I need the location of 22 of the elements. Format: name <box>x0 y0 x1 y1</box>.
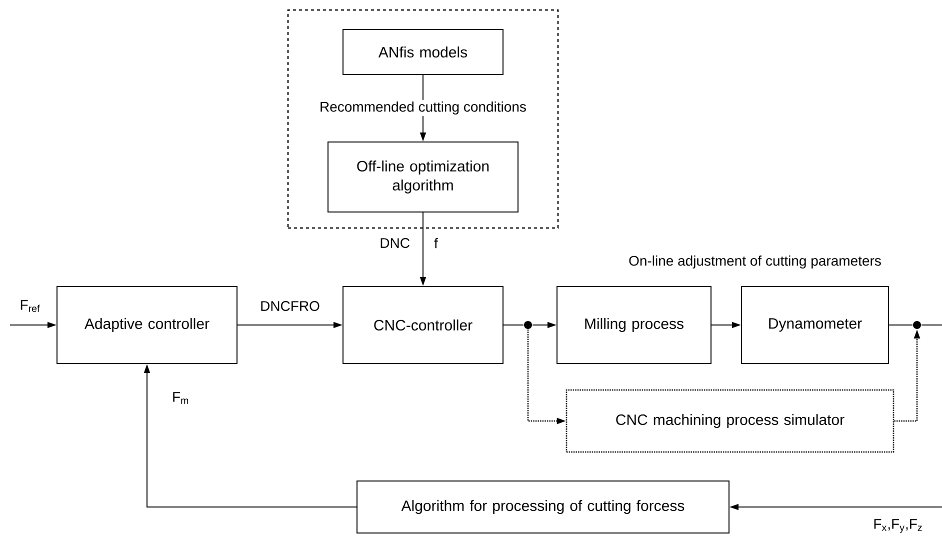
edge-label: F$_{m}$ <box>170 390 191 406</box>
connector-line <box>888 324 913 326</box>
dashed-group-box <box>287 9 559 229</box>
process-box: CNC-controller <box>342 286 504 364</box>
edge-label: Recommended cutting conditions <box>318 100 528 116</box>
process-box: Off-line optimization algorithm <box>328 142 518 212</box>
process-box: Milling process <box>556 286 712 364</box>
process-box: CNC machining process simulator <box>566 389 894 453</box>
annotation-text: On-line adjustment of cutting parameters <box>629 255 881 269</box>
connector-line <box>503 324 524 326</box>
process-box: Adaptive controller <box>56 286 238 364</box>
edge-label: F$_{x}$,F$_{y}$,F$_{z}$ <box>872 518 924 534</box>
process-box: Algorithm for processing of cutting forcess <box>356 480 730 534</box>
edge-label: DNC <box>378 236 412 250</box>
process-box: Dynamometer <box>741 286 889 364</box>
junction-dot <box>524 321 532 329</box>
connector-line <box>921 324 942 326</box>
process-box: ANfis models <box>342 29 504 75</box>
edge-label: DNCFRO <box>258 300 322 312</box>
edge-label: F$_{ref}$ <box>18 298 42 314</box>
junction-dot <box>913 321 921 329</box>
annotation-text: f <box>434 238 438 248</box>
